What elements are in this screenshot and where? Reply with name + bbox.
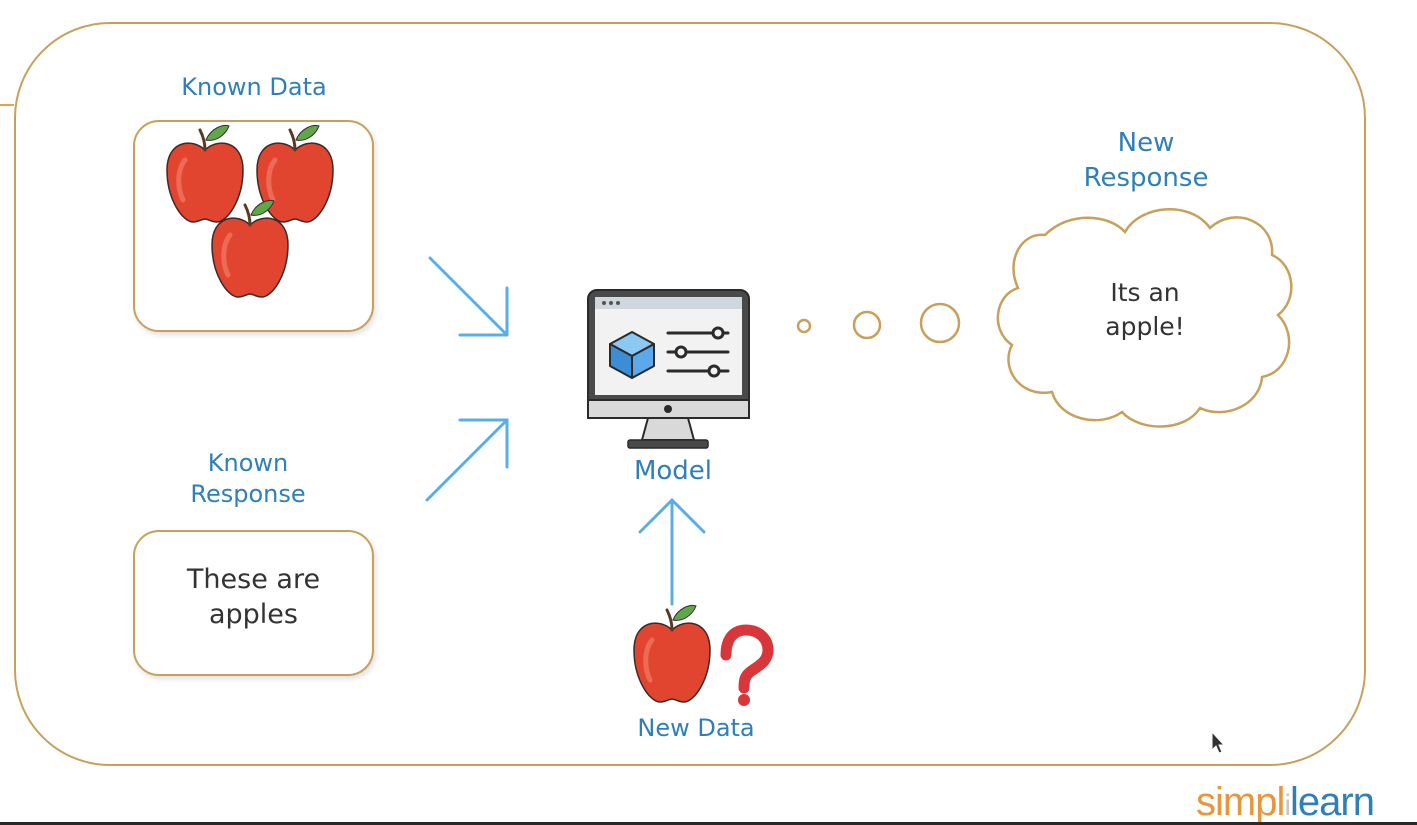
bottom-bar	[0, 822, 1417, 825]
diagram-frame	[14, 22, 1366, 766]
known-response-text: These are apples	[135, 562, 372, 632]
known-response-label: Known Response	[148, 448, 348, 510]
thought-cloud	[996, 207, 1293, 428]
thought-dots	[796, 302, 961, 344]
logo-part1: simpl	[1196, 780, 1285, 824]
apple-icon	[634, 606, 710, 702]
known-data-label: Known Data	[181, 73, 327, 101]
question-mark-icon	[720, 624, 774, 706]
known-response-label-line2: Response	[190, 480, 306, 508]
arrow-down-right	[428, 256, 509, 337]
cube-icon	[609, 331, 655, 379]
new-data-label: New Data	[637, 714, 755, 742]
known-response-text-line1: These are	[186, 564, 321, 595]
simplilearn-logo: simplilearn	[1196, 780, 1375, 825]
slider-icon	[666, 326, 730, 378]
cloud-text: Its an apple!	[1070, 276, 1220, 344]
cursor-icon	[1211, 730, 1226, 754]
apple-icon	[167, 126, 243, 222]
cloud-text-line1: Its an	[1110, 278, 1180, 307]
known-response-text-line2: apples	[208, 599, 298, 630]
cloud-text-line2: apple!	[1105, 312, 1185, 341]
known-response-box: These are apples	[133, 530, 374, 676]
new-response-label-line1: New	[1117, 128, 1175, 158]
new-response-label: New Response	[1046, 126, 1246, 196]
accent-line	[0, 104, 14, 106]
new-response-label-line2: Response	[1083, 163, 1209, 193]
monitor-icon	[587, 289, 750, 449]
known-response-label-line1: Known	[207, 449, 289, 477]
logo-separator: i	[1284, 789, 1291, 822]
logo-part2: learn	[1290, 780, 1375, 824]
arrow-up	[638, 498, 706, 606]
model-label: Model	[633, 456, 713, 486]
arrow-up-right	[425, 418, 509, 502]
